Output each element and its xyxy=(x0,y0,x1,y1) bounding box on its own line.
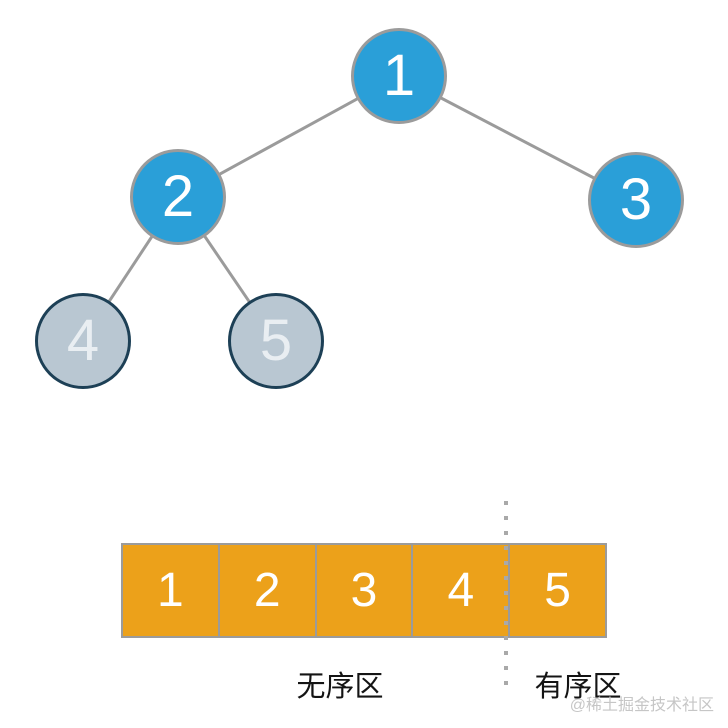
tree-node-3: 3 xyxy=(588,152,684,248)
array-cell-4: 4 xyxy=(413,545,511,636)
array-cell-3: 3 xyxy=(316,545,414,636)
tree-node-4: 4 xyxy=(35,293,131,389)
unsorted-region-label: 无序区 xyxy=(296,671,384,703)
array-cell-5: 5 xyxy=(510,545,605,636)
array-row: 1 2 3 4 5 xyxy=(121,543,607,638)
region-divider-dotted-line xyxy=(504,501,508,694)
sorted-region-label: 有序区 xyxy=(534,671,622,703)
tree-node-5: 5 xyxy=(228,293,324,389)
array-cell-1: 1 xyxy=(123,545,220,636)
array-cell-2: 2 xyxy=(219,545,317,636)
tree-node-1: 1 xyxy=(351,28,447,124)
watermark: @稀土掘金技术社区 xyxy=(569,697,714,714)
tree-node-2: 2 xyxy=(130,149,226,245)
